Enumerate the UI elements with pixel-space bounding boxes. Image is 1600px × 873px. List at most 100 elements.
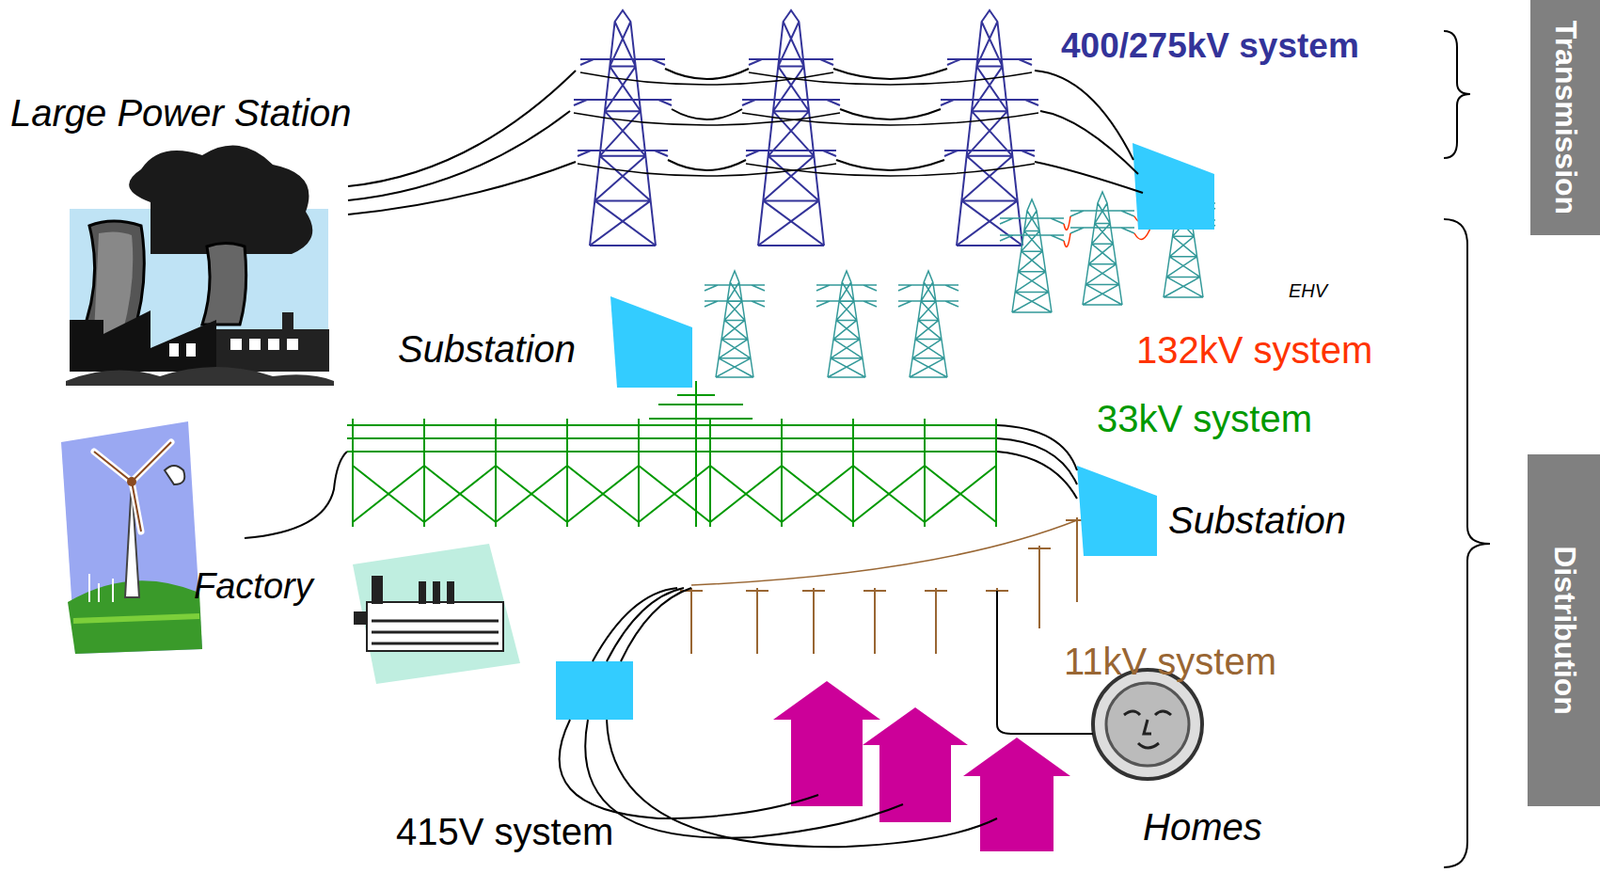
wind-turbine-icon-part — [126, 476, 137, 487]
seal-icon-part — [1106, 682, 1189, 766]
pylon-stroke — [573, 10, 672, 246]
pylon-stroke — [1070, 191, 1135, 305]
pole-11kv — [863, 587, 887, 654]
pole-33kv — [923, 418, 926, 527]
substations-part — [555, 661, 634, 720]
section-band: Transmission — [1530, 0, 1600, 236]
voltage-label: 132kV system — [1136, 329, 1373, 371]
power-station-icon-part — [186, 343, 196, 357]
conductor — [833, 68, 948, 80]
wires-part — [997, 425, 1078, 471]
wires-part — [585, 719, 903, 839]
wires-part — [348, 161, 576, 215]
factory-icon-part — [418, 581, 427, 604]
power-station-icon-part — [65, 366, 334, 386]
factory-icon — [352, 543, 521, 684]
brackets-part — [1443, 31, 1471, 159]
wind-turbine-icon-part — [73, 616, 200, 621]
wind-turbine-icon-part — [89, 573, 113, 602]
pole-33kv — [351, 418, 354, 527]
wind-turbine-icon — [61, 421, 203, 654]
power-station-icon-part — [230, 338, 242, 350]
pylon-stroke — [940, 10, 1039, 246]
part-label: Substation — [1168, 499, 1347, 541]
pole-33kv — [424, 465, 496, 523]
conductor — [745, 163, 1035, 176]
power-station-icon — [65, 145, 334, 386]
wires-part — [559, 719, 819, 819]
brackets — [1443, 31, 1490, 868]
voltage-label: EHV — [1288, 280, 1328, 301]
pole-33kv — [567, 465, 639, 523]
pylon-stroke — [742, 10, 840, 246]
factory-icon-part — [371, 620, 499, 644]
pole-33kv — [852, 418, 855, 527]
factory-icon-part — [446, 581, 455, 604]
wind-turbine-icon-part — [94, 442, 172, 532]
factory-icon-part — [371, 575, 383, 604]
pylon-stroke — [898, 270, 959, 378]
pole-33kv — [710, 465, 782, 523]
conductor-132kv — [1063, 233, 1071, 247]
caption-text: Large Power Station — [10, 92, 351, 134]
homes-part — [963, 737, 1071, 852]
homes-part — [862, 707, 968, 823]
conductor — [839, 109, 941, 120]
conductor — [577, 163, 837, 176]
pole-11kv — [924, 587, 948, 654]
wires-part — [1034, 161, 1143, 193]
pole-33kv — [995, 418, 998, 527]
conductor-11kv — [691, 520, 1078, 586]
pole-33kv — [352, 465, 425, 523]
wind-turbine-icon-part — [164, 465, 185, 485]
wind-turbine-icon-part — [94, 442, 172, 532]
pylon-stroke — [816, 270, 877, 378]
pole-11kv — [680, 587, 703, 654]
voltage-label: 415V system — [396, 810, 614, 853]
conductor — [573, 112, 840, 126]
pole-33kv — [566, 418, 569, 527]
wires-part — [997, 451, 1078, 499]
pole-11kv — [745, 587, 769, 654]
factory-icon-part — [366, 601, 504, 651]
pole-33kv — [649, 380, 753, 527]
conductor — [665, 68, 749, 80]
wires-part — [348, 70, 576, 187]
pylon-stroke — [704, 270, 765, 378]
pylon-stroke — [999, 199, 1064, 313]
substations-part — [1132, 142, 1215, 230]
pole-33kv — [709, 418, 712, 527]
voltage-label: 400/275kV system — [1061, 27, 1360, 66]
substations-part — [610, 296, 693, 388]
conductor-33kv — [347, 450, 998, 453]
pole-33kv — [924, 465, 997, 523]
power-station-icon-part — [69, 310, 217, 372]
conductor-33kv — [347, 437, 998, 440]
power-station-icon-part — [169, 343, 179, 357]
pole-33kv — [638, 465, 711, 523]
section-band: Distribution — [1527, 454, 1600, 807]
conductor — [748, 72, 1032, 85]
pole-33kv — [781, 465, 854, 523]
pole-33kv — [495, 465, 568, 523]
factory-icon-part — [353, 611, 367, 625]
pole-33kv — [494, 418, 497, 527]
conductor — [667, 159, 746, 171]
factory-icon-part — [432, 581, 441, 604]
voltage-label: 33kV system — [1096, 397, 1313, 440]
power-station-icon-part — [249, 338, 261, 350]
homes-part — [773, 681, 881, 807]
power-station-icon-part — [216, 312, 330, 372]
power-station-icon-part — [268, 338, 280, 350]
wires-part — [348, 110, 571, 201]
seal-icon-part — [1124, 711, 1172, 748]
seal-icon-part — [1093, 669, 1203, 779]
section-label: Distribution — [1547, 545, 1581, 715]
part-label: Homes — [1142, 806, 1263, 848]
wires — [244, 70, 1143, 847]
homes — [773, 681, 1071, 852]
conductor — [671, 109, 743, 120]
pole-33kv — [780, 418, 783, 527]
section-label: Transmission — [1548, 20, 1582, 215]
pole-33kv — [423, 418, 426, 527]
